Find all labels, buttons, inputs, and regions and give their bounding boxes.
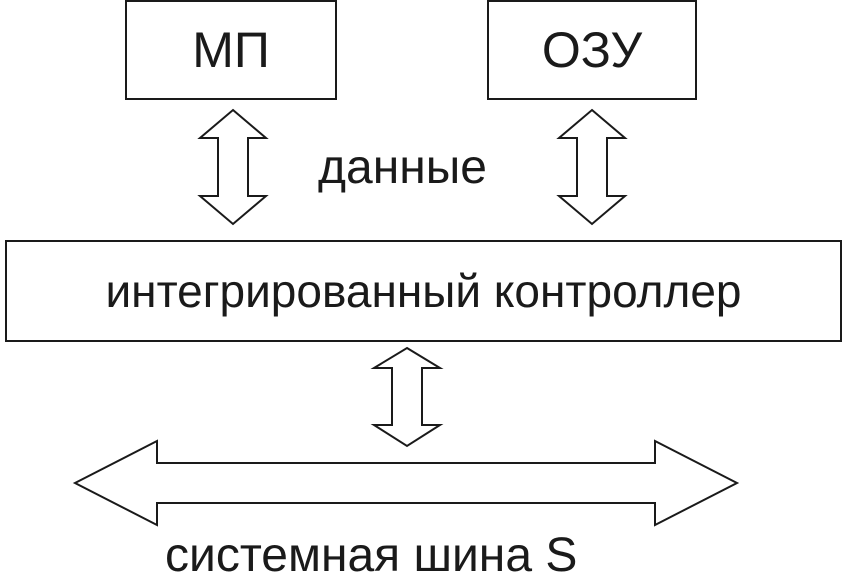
ozu-box: ОЗУ	[487, 0, 697, 100]
controller-box: интегрированный контроллер	[5, 240, 842, 342]
mp-box: МП	[125, 0, 337, 100]
ozu-label: ОЗУ	[541, 22, 643, 78]
controller-bus-arrow	[370, 346, 444, 448]
system-bus-label: системная шина S	[165, 529, 578, 582]
mp-label: МП	[192, 22, 270, 78]
ozu-controller-arrow	[556, 108, 628, 226]
system-bus-arrow	[72, 439, 740, 527]
data-label: данные	[318, 141, 487, 194]
controller-label: интегрированный контроллер	[105, 265, 742, 317]
mp-controller-arrow	[197, 108, 269, 226]
